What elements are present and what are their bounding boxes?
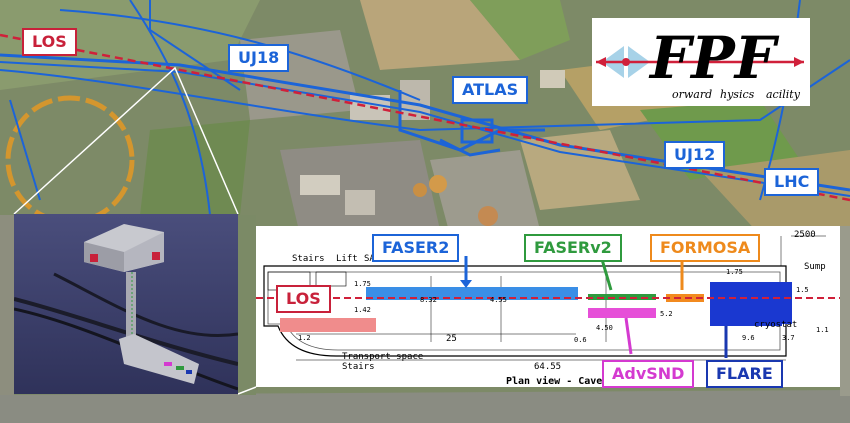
cavern-3d-inset [14,214,238,394]
logo-word-3: acility [766,88,801,101]
annotation-stairs: Stairs [292,254,325,264]
faser2-detector [366,287,578,300]
uj12-label: UJ12 [664,141,726,169]
logo-word-2: hysics [720,88,755,101]
faserv2-label: FASERv2 [524,234,622,262]
los-region [280,318,376,332]
annotation-stairs-bottom: Stairs [342,362,375,372]
fpf-logo: FPF orward hysics acility [592,18,810,106]
uj18-label: UJ18 [228,44,290,72]
dimension-8: 1.1 [816,326,829,334]
dimension-7: 1.2 [298,334,311,342]
dimension-4: 4.50 [596,324,613,332]
annotation-transport-space: Transport space [342,352,424,362]
dimension-9: 5.2 [660,310,673,318]
logo-word-1: orward [672,88,712,101]
advsnd-detector [588,308,656,318]
atlas-label: ATLAS [452,76,529,104]
advsnd-label: AdvSND [602,360,695,388]
dimension-3: 1.75 [354,280,371,288]
dimension-0: 8.32 [420,296,437,304]
dimension-total-length: 64.55 [534,362,562,372]
dimension-11: 1.5 [796,286,809,294]
flare-label: FLARE [706,360,783,388]
los-label-plan: LOS [276,285,331,313]
dimension-6: 3.7 [782,334,795,342]
annotation-sump: Sump [804,262,826,272]
dimension-5: 9.6 [742,334,755,342]
logo-letters: FPF [648,24,780,92]
lhc-label: LHC [764,168,820,196]
dimension-segment: 25 [446,334,457,344]
plan-view-caption: Plan view - Cavern [506,376,615,387]
dimension-10: 1.75 [726,268,743,276]
dimension-1: 4.55 [490,296,507,304]
annotation-lift: Lift [336,254,358,264]
dimension-width: 2500 [794,230,816,240]
formosa-label: FORMOSA [650,234,761,262]
los-label-map: LOS [22,28,77,56]
annotation-cryostat: cryostat [754,320,798,330]
dimension-12: 0.6 [574,336,587,344]
dimension-2: 1.42 [354,306,371,314]
faser2-label: FASER2 [372,234,460,262]
